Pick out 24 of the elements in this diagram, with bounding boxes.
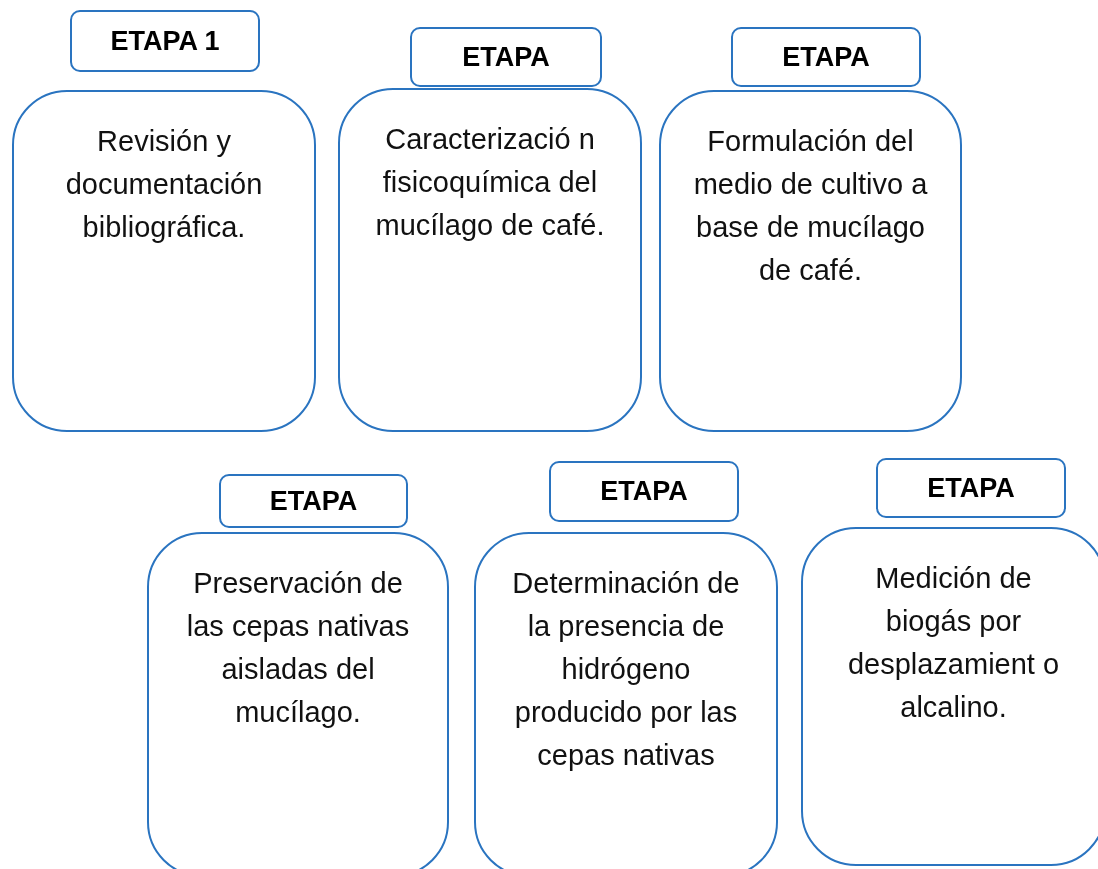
stage-heading: ETAPA 1 xyxy=(110,25,220,57)
stage-tab xyxy=(731,27,921,87)
stage-card xyxy=(801,527,1098,866)
stage-heading: ETAPA xyxy=(269,485,358,517)
stage-tab xyxy=(876,458,1066,518)
stage-heading: ETAPA xyxy=(600,476,688,507)
stage-heading: ETAPA xyxy=(927,472,1015,504)
stage-description: Caracterizació n fisicoquímica del mucílago de café. xyxy=(374,122,606,243)
stage-card xyxy=(338,88,642,432)
stage-description: Formulación del medio de cultivo a base de mucílago de café. xyxy=(693,124,928,288)
stage-tab xyxy=(70,10,260,72)
stage-card xyxy=(474,532,778,869)
stage-card xyxy=(147,532,449,869)
stage-card xyxy=(12,90,316,432)
stage-tab xyxy=(219,474,408,528)
stage-tab xyxy=(549,461,739,522)
stage-tab xyxy=(410,27,602,87)
stage-card xyxy=(659,90,962,432)
stage-heading: ETAPA xyxy=(462,41,550,73)
stage-description: Preservación de las cepas nativas aisladas del mucílago. xyxy=(185,566,411,730)
stage-description: Determinación de la presencia de hidrógeno producido por las cepas nativas xyxy=(511,566,741,773)
stage-description: Medición de biogás por desplazamient o alcalino. xyxy=(846,561,1061,725)
stage-heading: ETAPA xyxy=(782,41,870,73)
stage-description: Revisión y documentación bibliográfica. xyxy=(64,124,264,245)
